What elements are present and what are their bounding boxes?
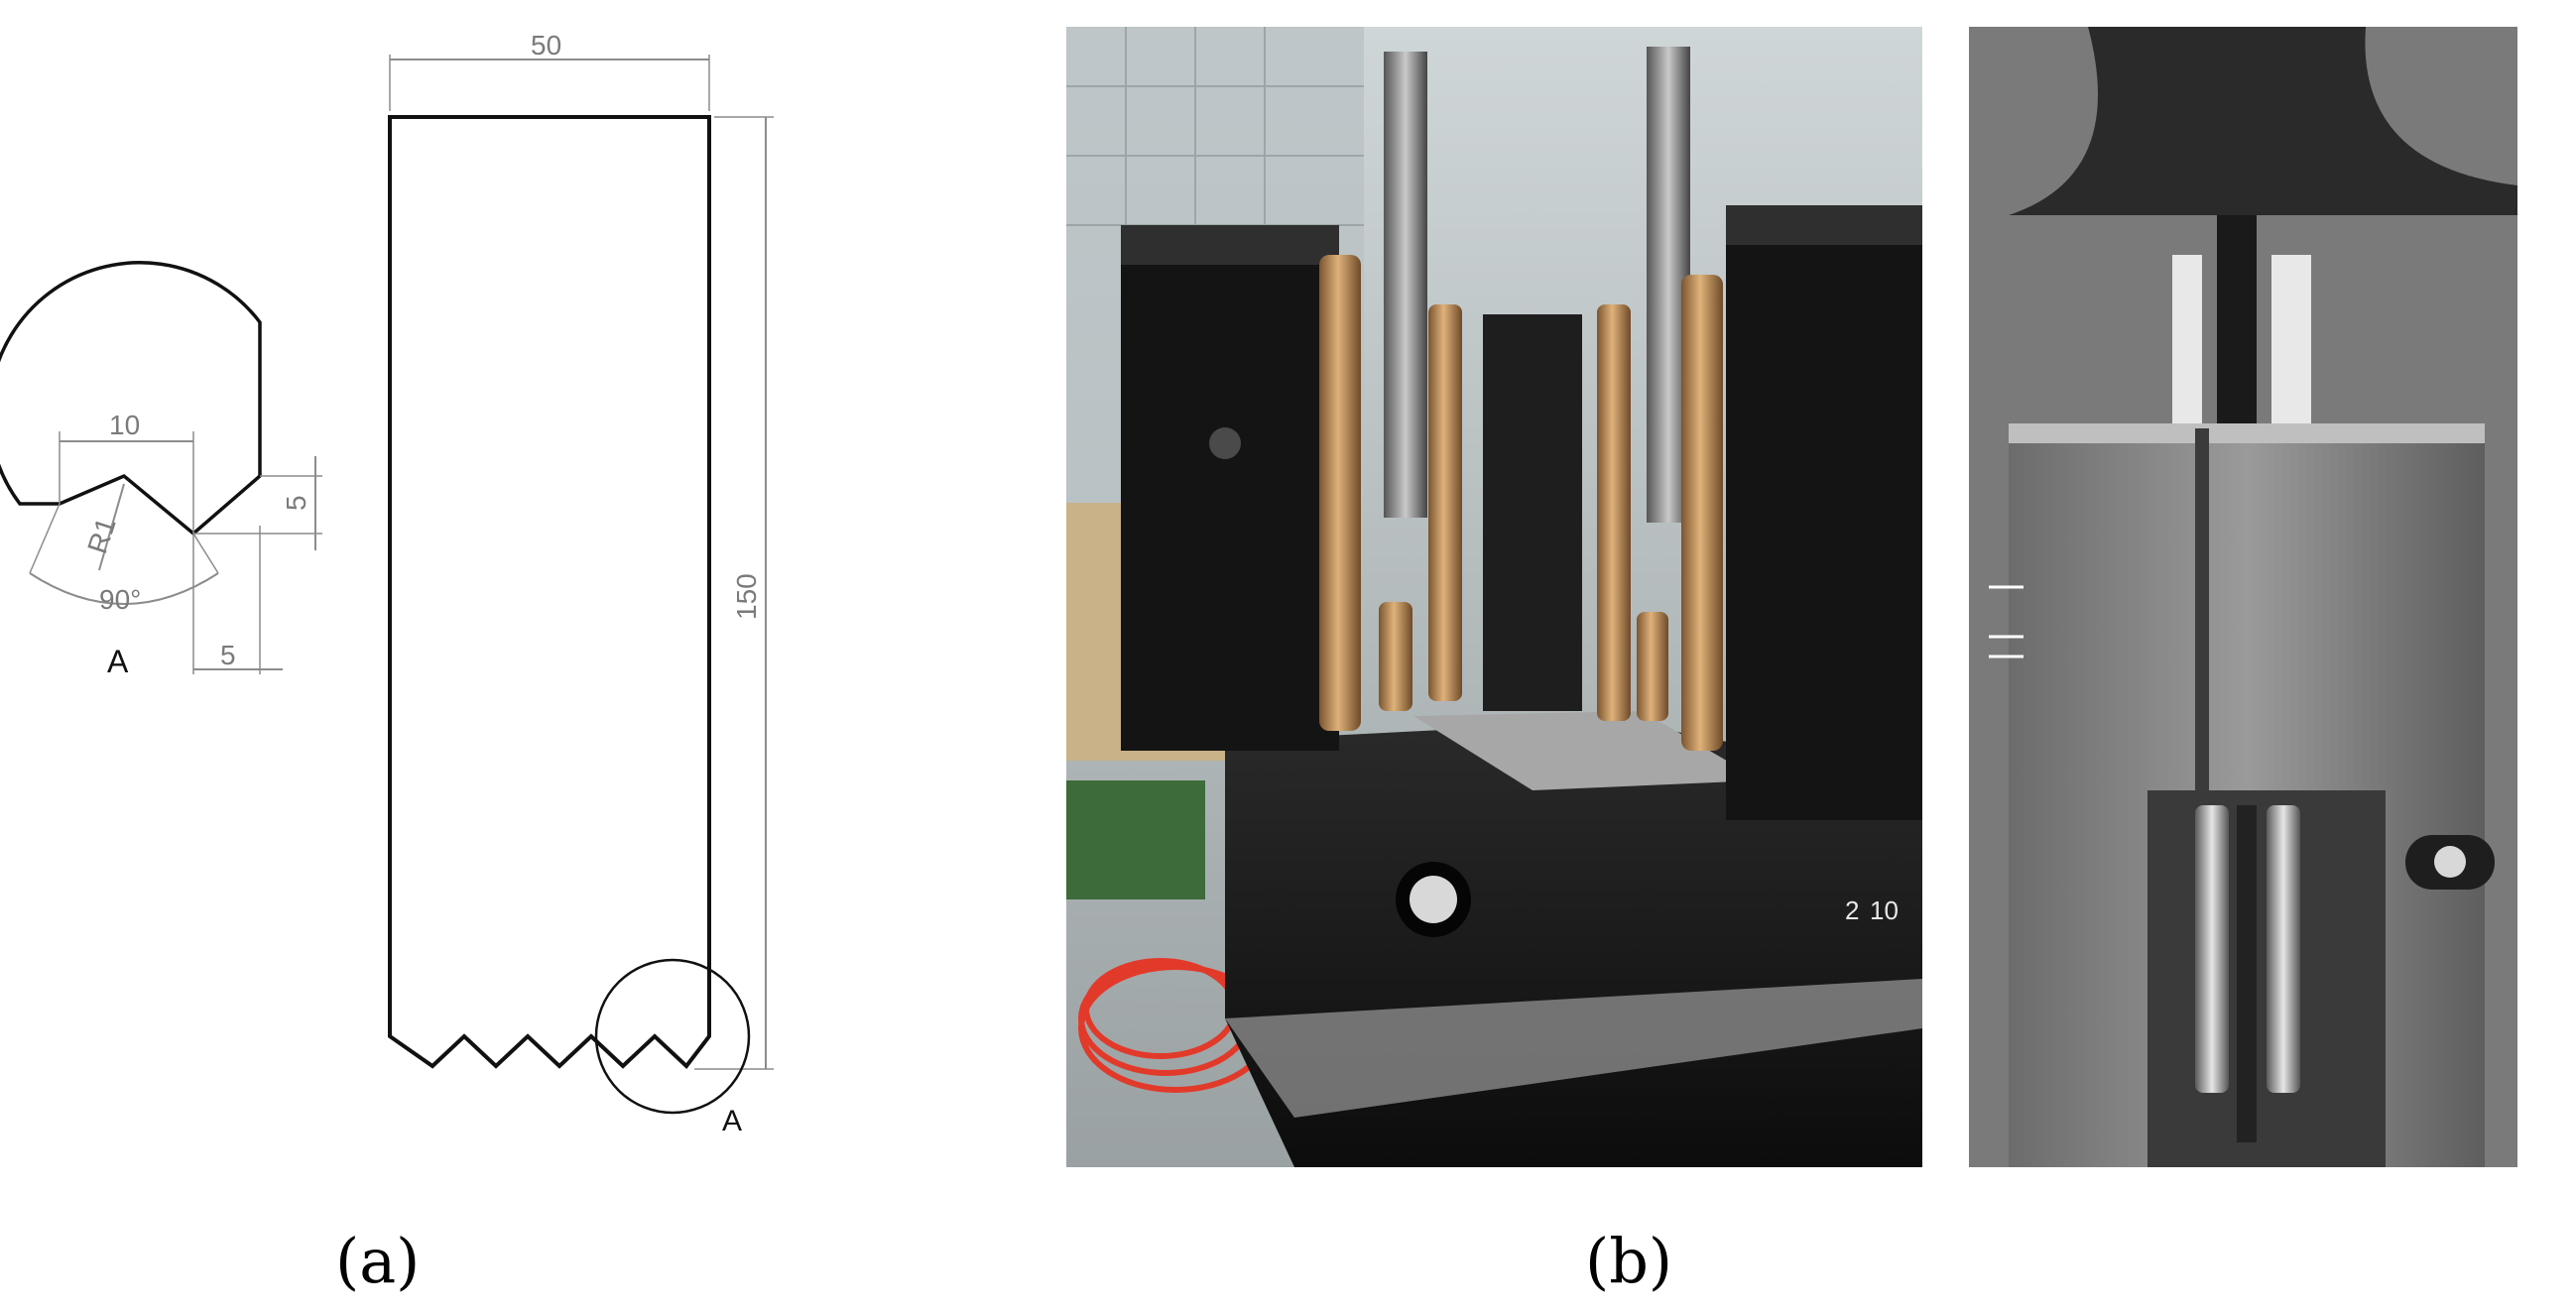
specimen-height-dim: 150 xyxy=(731,573,762,620)
caption-a: (a) xyxy=(335,1225,421,1297)
specimen-detail-label: A xyxy=(722,1105,742,1137)
scale-label-2: 2 xyxy=(1845,895,1859,925)
caption-b: (b) xyxy=(1585,1225,1673,1297)
detail-offset-dim: 5 xyxy=(220,640,236,670)
detail-angle-label: 90° xyxy=(99,584,141,615)
detail-width-dim: 10 xyxy=(109,410,140,440)
fixture-photo-art: 2 10 xyxy=(1066,27,1922,1167)
specimen-outline xyxy=(388,115,711,1069)
specimen-width-dim: 50 xyxy=(531,30,561,60)
scale-label-10: 10 xyxy=(1870,895,1899,925)
camera-frame-photo xyxy=(1969,27,2517,1167)
detail-radius-label: R1 xyxy=(81,514,122,557)
detail-depth-dim: 5 xyxy=(281,495,311,511)
fixture-photo: 2 10 xyxy=(1066,27,1922,1167)
technical-drawing: 10 5 5 R1 90° A 50 150 A xyxy=(0,30,774,1137)
detail-a-view: 10 5 5 R1 90° A xyxy=(0,261,322,679)
camera-frame-art xyxy=(1969,27,2517,1167)
detail-a-label: A xyxy=(107,644,129,679)
detail-a-outline xyxy=(0,261,262,537)
detail-a-circle xyxy=(594,958,751,1115)
specimen-view: 50 150 A xyxy=(388,30,774,1137)
